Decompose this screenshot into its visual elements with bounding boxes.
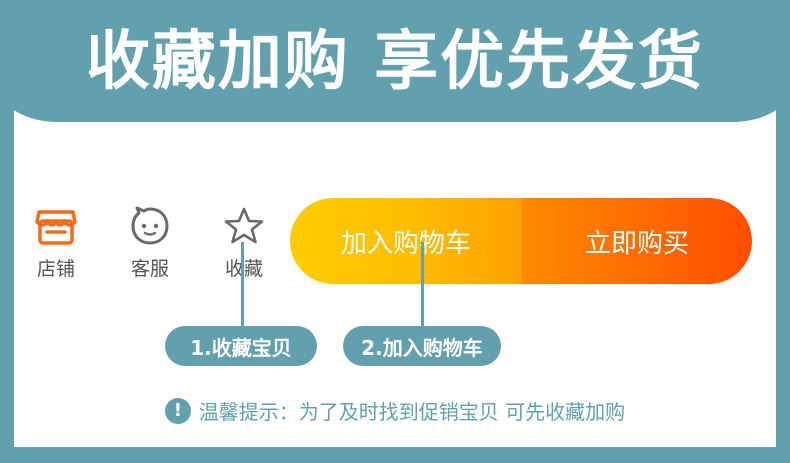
- add-to-cart-button[interactable]: 加入购物车: [290, 198, 522, 284]
- tip-text: 温馨提示：为了及时找到促销宝贝 可先收藏加购: [198, 400, 626, 424]
- buy-now-button[interactable]: 立即购买: [522, 198, 752, 284]
- shop-icon: [35, 206, 77, 246]
- favorite-label: 收藏: [204, 254, 284, 281]
- customer-service-label: 客服: [130, 258, 169, 280]
- step-2-pill: 2.加入购物车: [343, 326, 501, 366]
- shop-label: 店铺: [36, 258, 75, 280]
- customer-service-tab[interactable]: 客服: [110, 206, 190, 281]
- star-icon: [223, 206, 265, 246]
- banner-title: 收藏加购 享优先发货: [85, 25, 705, 99]
- favorite-tab[interactable]: 收藏: [204, 206, 284, 281]
- frame-right: [776, 0, 790, 463]
- frame-left: [0, 0, 14, 463]
- pointer-line-cart: [421, 242, 424, 328]
- tip-line: ! 温馨提示：为了及时找到促销宝贝 可先收藏加购: [0, 396, 790, 425]
- step-1-pill: 1.收藏宝贝: [165, 326, 317, 366]
- header-band: 收藏加购 享优先发货: [0, 0, 790, 122]
- shop-tab[interactable]: 店铺: [16, 206, 96, 281]
- chat-face-icon: [129, 206, 171, 246]
- exclamation-icon: !: [164, 397, 191, 424]
- frame-bottom: [0, 447, 790, 463]
- purchase-button-group: 加入购物车 立即购买: [290, 198, 752, 284]
- pointer-line-favorite: [241, 242, 244, 328]
